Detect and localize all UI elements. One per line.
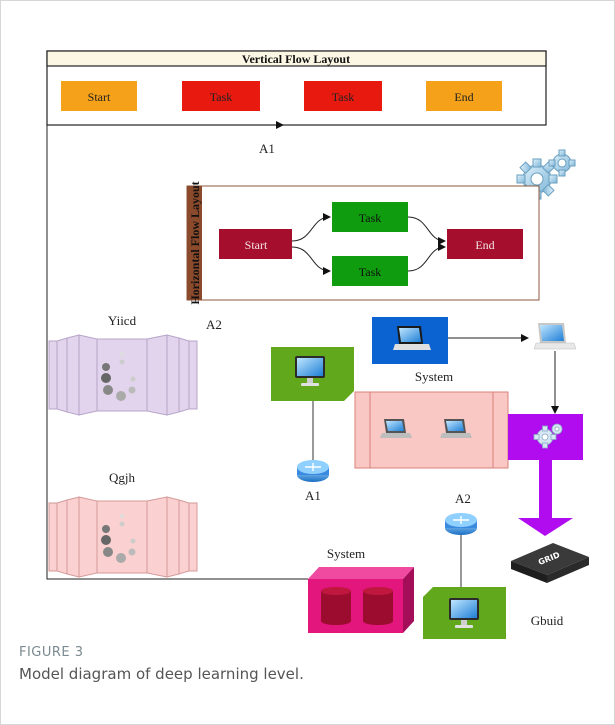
vertical-task-label-2: Task xyxy=(332,90,355,104)
monitor-icon-bottom xyxy=(449,598,479,628)
figure-label: FIGURE 3 xyxy=(19,645,84,660)
horizontal-task-label-bottom: Task xyxy=(359,265,382,279)
a2-connector-label: A2 xyxy=(206,317,222,332)
router-label-a1: A1 xyxy=(305,488,321,503)
laptop-icon-right xyxy=(533,323,577,350)
figure-caption: Model diagram of deep learning level. xyxy=(19,665,304,683)
vertical-task-box-1 xyxy=(182,81,260,111)
left-bus-line xyxy=(46,125,308,580)
monitor-station-bottom xyxy=(423,587,506,639)
router-label-a2: A2 xyxy=(455,491,471,506)
vertical-flow-title: Vertical Flow Layout xyxy=(242,52,350,66)
vertical-end-label: End xyxy=(454,90,473,104)
horizontal-flow-layout: Horizontal Flow Layout Start Task Task E… xyxy=(186,181,540,305)
storage-system-label: System xyxy=(327,546,365,561)
laptop-tile-blue xyxy=(372,317,448,364)
horizontal-flow-title: Horizontal Flow Layout xyxy=(188,181,202,304)
storage-system-icon xyxy=(308,567,414,633)
model-block-yiicd: Yiicd xyxy=(48,313,198,416)
model-block-qgjh: Qgjh xyxy=(48,470,198,578)
monitor-station-left xyxy=(271,347,354,401)
processing-gear-box xyxy=(508,414,583,460)
router-icon-a1 xyxy=(297,460,329,482)
horizontal-task-label-top: Task xyxy=(359,211,382,225)
rack-laptop-1 xyxy=(380,419,412,438)
flow-connectors xyxy=(291,213,446,275)
router-icon-a2 xyxy=(445,513,477,535)
grid-device-label: Gbuid xyxy=(531,613,564,628)
horizontal-end-label: End xyxy=(475,238,494,252)
vertical-start-label: Start xyxy=(88,90,111,104)
laptop-rack xyxy=(354,391,509,469)
horizontal-end-box xyxy=(447,229,523,259)
monitor-icon xyxy=(295,356,325,386)
a1-connector-label: A1 xyxy=(259,141,275,156)
vertical-task-label-1: Task xyxy=(210,90,233,104)
storage-cylinder-2 xyxy=(363,587,393,625)
horizontal-start-box xyxy=(219,229,292,259)
model-label-yiicd: Yiicd xyxy=(108,313,137,328)
vertical-start-box xyxy=(61,81,137,111)
down-arrow-purple xyxy=(518,460,573,536)
rack-laptop-2 xyxy=(440,419,472,438)
vertical-end-box xyxy=(426,81,502,111)
vertical-task-box-2 xyxy=(304,81,382,111)
model-label-qgjh: Qgjh xyxy=(109,470,136,485)
vertical-flow-layout: Vertical Flow Layout Start Task Task End xyxy=(46,50,547,126)
grid-device-icon: GRID xyxy=(511,543,589,583)
storage-cylinder-1 xyxy=(321,587,351,625)
horizontal-task-box-bottom xyxy=(332,256,408,286)
horizontal-start-label: Start xyxy=(245,238,268,252)
system-label-top: System xyxy=(415,369,453,384)
horizontal-task-box-top xyxy=(332,202,408,232)
